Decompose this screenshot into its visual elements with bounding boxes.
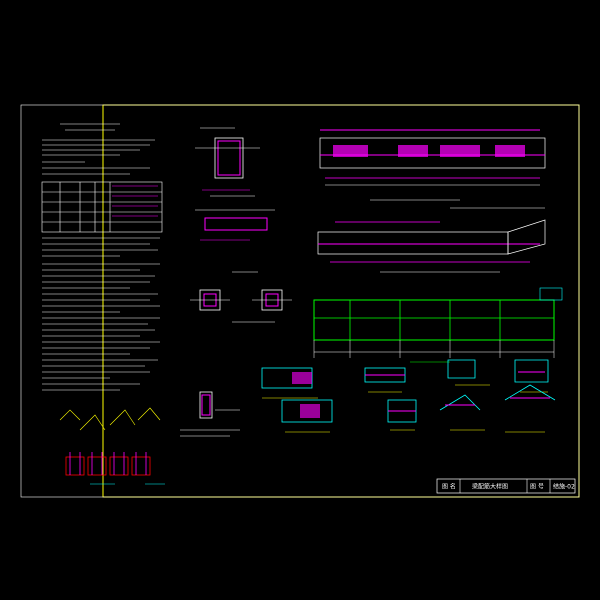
node-detail-6 <box>387 399 417 431</box>
node-detail-4 <box>514 359 549 393</box>
node-detail-7 <box>439 394 485 431</box>
frame-elevation <box>313 287 563 363</box>
node-detail-5 <box>281 399 333 433</box>
notes-table <box>41 181 163 233</box>
node-detail-3 <box>447 359 490 386</box>
sheet-border <box>102 104 580 498</box>
node-detail-1 <box>261 367 318 399</box>
bar-detail-bottom-left <box>59 407 165 485</box>
section-1 <box>195 127 260 197</box>
general-notes <box>42 123 155 175</box>
section-3 <box>190 271 292 323</box>
section-2 <box>195 209 275 241</box>
notes-text-body <box>42 237 160 391</box>
title-block: 图 名 梁配筋大样图 图 号 结施-02 <box>436 478 576 494</box>
sheet-inner-border <box>20 104 580 498</box>
beam-elevation-2 <box>317 207 546 273</box>
section-4 <box>180 391 240 437</box>
drawing-name: 梁配筋大样图 <box>472 483 508 491</box>
node-detail-2 <box>364 367 406 393</box>
node-detail-8 <box>504 384 556 433</box>
title-block-label-name: 图 名 <box>442 483 456 491</box>
drawing-number: 结施-02 <box>553 483 575 491</box>
beam-elevation-1 <box>319 129 546 201</box>
notes-table-fill <box>112 185 158 217</box>
title-block-label-number: 图 号 <box>530 484 544 491</box>
